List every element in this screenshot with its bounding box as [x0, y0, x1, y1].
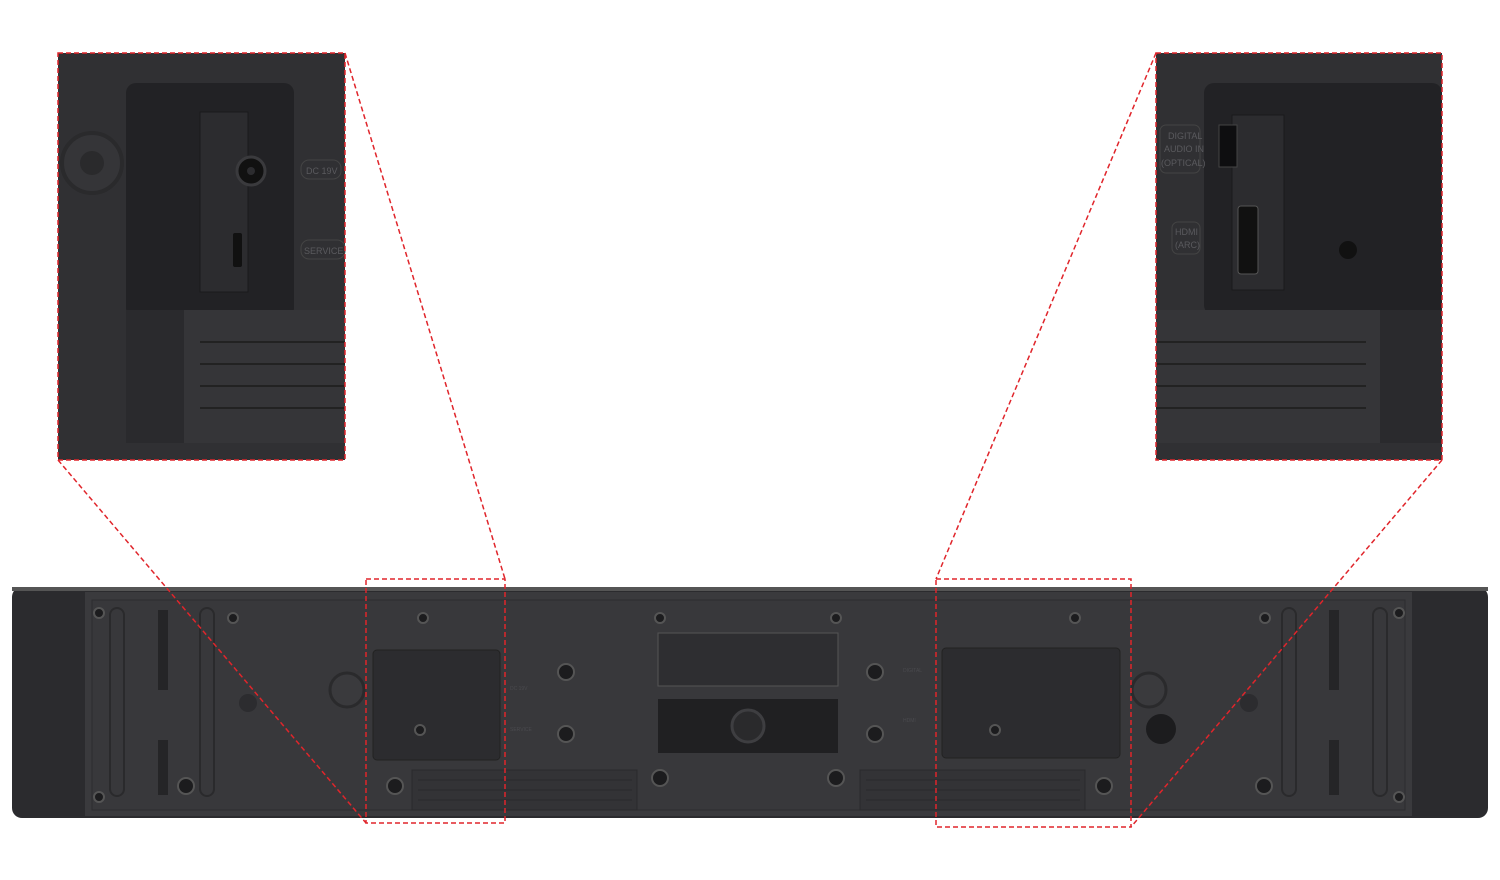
dc-in-small-label: DC 19V — [510, 686, 528, 692]
left-callout-frame — [57, 52, 346, 461]
hdmi-small-label: HDMI — [903, 718, 916, 724]
soundbar-body: DC 19V SERVICE DIGITAL HDMI — [12, 587, 1488, 818]
digital-audio-label-2: AUDIO IN — [1164, 144, 1204, 154]
left-port-closeup: DC 19V SERVICE — [58, 53, 346, 460]
left-callout-line-top — [344, 52, 506, 580]
digital-audio-small-label: DIGITAL — [903, 668, 922, 674]
service-label: SERVICE — [304, 246, 343, 256]
left-callout-source — [365, 578, 506, 824]
dc-in-label: DC 19V — [306, 166, 338, 176]
callout-lines — [57, 52, 1443, 828]
digital-audio-label-1: DIGITAL — [1168, 131, 1202, 141]
service-small-label: SERVICE — [510, 727, 533, 733]
hdmi-label-2: (ARC) — [1175, 240, 1200, 250]
hdmi-label-1: HDMI — [1175, 227, 1198, 237]
right-callout-source — [935, 578, 1132, 828]
right-port-closeup: DIGITAL AUDIO IN (OPTICAL) HDMI (ARC) — [1156, 53, 1442, 460]
right-callout-line-bottom — [1130, 459, 1443, 828]
left-callout-line-bottom — [57, 459, 367, 824]
right-callout-line-top — [935, 52, 1157, 580]
digital-audio-label-3: (OPTICAL) — [1161, 158, 1206, 168]
right-callout-frame — [1155, 52, 1443, 461]
